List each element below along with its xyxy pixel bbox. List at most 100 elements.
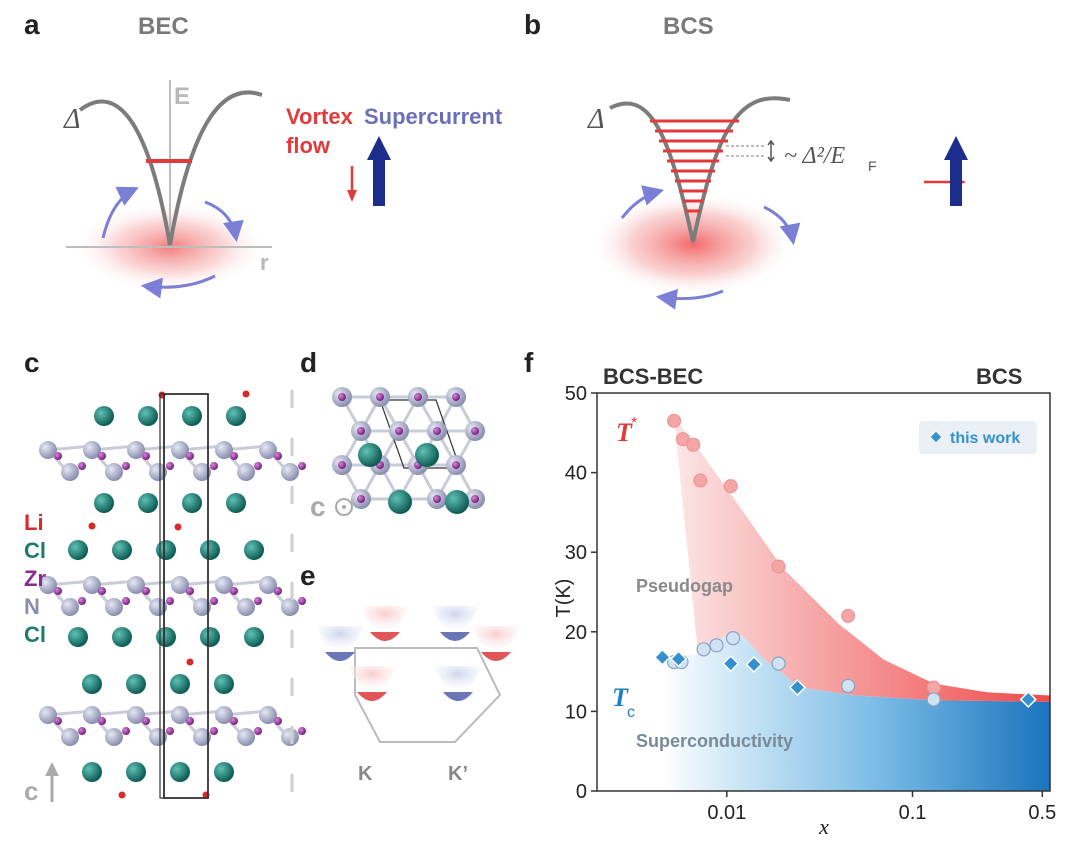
nitrogen-atom xyxy=(61,728,79,746)
panel-b: b BCS Δ ~ Δ²/E F xyxy=(524,9,968,310)
out-of-plane-icon xyxy=(335,498,353,516)
tc-point xyxy=(771,656,786,671)
tstar-point xyxy=(693,473,708,488)
tstar-point xyxy=(841,608,856,623)
element-legend: Li Cl Zr N Cl xyxy=(24,510,46,647)
supercurrent-label: Supercurrent xyxy=(364,104,503,129)
nitrogen-atom xyxy=(149,728,167,746)
circulation-arrow xyxy=(763,205,801,246)
zirconium-atom xyxy=(78,727,86,735)
valley-cone-red xyxy=(348,666,396,692)
y-tick-label: 50 xyxy=(565,383,587,405)
chlorine-atom xyxy=(226,493,246,513)
chlorine-atom xyxy=(126,674,146,694)
lithium-atom xyxy=(242,390,250,398)
valley-cone-red xyxy=(361,606,409,632)
valley-label-k: K xyxy=(358,763,373,785)
superconductivity-label: Superconductivity xyxy=(636,731,793,751)
circulation-arrow xyxy=(101,186,139,239)
supercurrent-arrow xyxy=(373,158,385,206)
zirconium-atom xyxy=(78,462,86,470)
zirconium-atom xyxy=(338,393,346,401)
superconductivity-region xyxy=(662,634,1050,791)
out-of-plane-dot xyxy=(342,505,346,509)
nitrogen-atom xyxy=(39,441,57,459)
supercurrent-arrowhead xyxy=(367,136,391,160)
zirconium-atom xyxy=(433,495,441,503)
panel-letter-b: b xyxy=(524,9,541,40)
regime-header-crossover: BCS-BEC xyxy=(603,364,703,389)
brillouin-zone-outline xyxy=(354,647,502,743)
circulation-arrow xyxy=(620,185,665,219)
chlorine-atom xyxy=(200,627,220,647)
nitrogen-atom xyxy=(127,441,145,459)
zirconium-atom xyxy=(142,717,150,725)
zirconium-atom xyxy=(471,427,479,435)
zirconium-atom xyxy=(98,587,106,595)
vortex-flow-arrowhead xyxy=(347,190,357,202)
tstar-superscript: * xyxy=(631,415,637,432)
nitrogen-atom xyxy=(83,441,101,459)
vortex-flow-label-2: flow xyxy=(286,133,331,158)
x-tick-label: 0.5 xyxy=(1028,802,1056,824)
tstar-label: T xyxy=(616,418,633,447)
chlorine-atom xyxy=(226,406,246,426)
occupied-band xyxy=(357,692,387,701)
zirconium-atom xyxy=(452,393,460,401)
valley-cone-blue xyxy=(434,666,482,692)
zirconium-atom xyxy=(166,462,174,470)
nitrogen-atom xyxy=(149,463,167,481)
legend-cl: Cl xyxy=(24,538,46,563)
chlorine-atom xyxy=(82,674,102,694)
occupied-band xyxy=(443,692,473,701)
panel-letter-d: d xyxy=(300,347,317,378)
zirconium-atom xyxy=(298,462,306,470)
zirconium-atom xyxy=(54,452,62,460)
spacing-double-arrow xyxy=(767,139,775,163)
circulation-arrow xyxy=(140,274,216,299)
zirconium-atom xyxy=(166,727,174,735)
nitrogen-atom xyxy=(83,706,101,724)
y-tick-label: 10 xyxy=(565,701,587,723)
nitrogen-atom xyxy=(215,706,233,724)
this-work-point xyxy=(745,655,763,673)
nitrogen-atom xyxy=(171,706,189,724)
legend-zr: Zr xyxy=(24,566,46,591)
this-work-point xyxy=(1019,690,1037,709)
zirconium-atom xyxy=(357,427,365,435)
nitrogen-atom xyxy=(105,463,123,481)
c-axis-label-d: c xyxy=(310,491,326,522)
valley-cones xyxy=(316,606,520,701)
chlorine-atom xyxy=(156,627,176,647)
chlorine-atom xyxy=(170,762,190,782)
chlorine-atom xyxy=(138,493,158,513)
zirconium-atom xyxy=(452,461,460,469)
chlorine-atom xyxy=(94,493,114,513)
chlorine-atom xyxy=(445,490,469,514)
lithium-atom xyxy=(174,523,182,531)
nitrogen-atom xyxy=(127,576,145,594)
occupied-band xyxy=(481,652,511,661)
legend-n: N xyxy=(24,594,40,619)
legend-diamond-marker xyxy=(929,430,943,444)
chlorine-atom xyxy=(94,406,114,426)
chlorine-atom xyxy=(112,540,132,560)
nitrogen-atom xyxy=(259,441,277,459)
chlorine-atom xyxy=(156,540,176,560)
zirconium-atom xyxy=(230,587,238,595)
zirconium-atom xyxy=(98,717,106,725)
tstar-point xyxy=(686,437,701,452)
legend-li: Li xyxy=(24,510,44,535)
chlorine-atom xyxy=(244,627,264,647)
this-work-point xyxy=(653,648,671,666)
crystal-structure-side-view xyxy=(39,390,306,799)
nitrogen-atom xyxy=(281,728,299,746)
nitrogen-atom xyxy=(215,441,233,459)
zirconium-atom xyxy=(298,597,306,605)
chlorine-atom xyxy=(68,627,88,647)
zirconium-atom xyxy=(254,462,262,470)
chlorine-atom xyxy=(358,443,382,467)
nitrogen-atom xyxy=(193,463,211,481)
this-work-point xyxy=(722,655,740,673)
